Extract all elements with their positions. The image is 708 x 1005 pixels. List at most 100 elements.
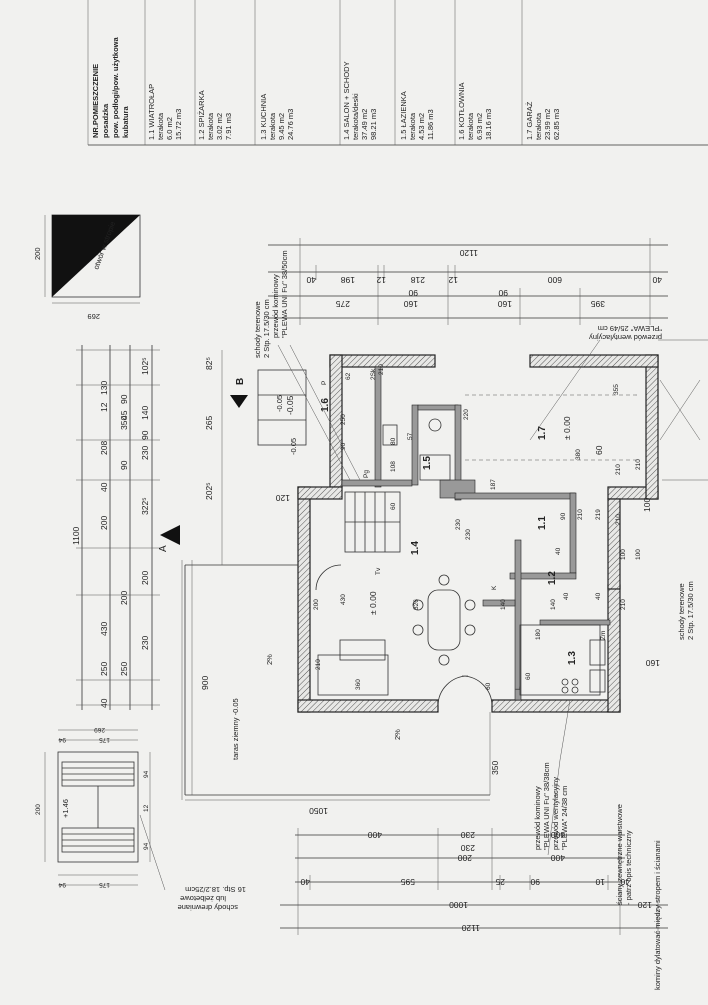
interior-dim: 90 xyxy=(340,442,347,450)
left-col2-3: 350 xyxy=(119,416,129,430)
interior-dim: 250 xyxy=(340,414,347,425)
dim-825: 82⁵ xyxy=(204,357,214,370)
legend-room-floor: terakota/deski xyxy=(351,93,360,140)
level-garage: ± 0.00 xyxy=(562,416,572,440)
left-dim-230b: 230 xyxy=(140,446,150,460)
dim-100: 100 xyxy=(642,498,652,512)
top-r2-1: 160 xyxy=(404,299,418,309)
level-tag: -0.05 xyxy=(289,438,298,455)
room-label-1-3: 1.3 xyxy=(567,651,578,665)
legend-room-name: 1.3 KUCHNIA xyxy=(259,94,268,140)
legend-room-name: 1.4 SALON + SCHODY xyxy=(342,61,351,140)
interior-dim: 230 xyxy=(465,529,472,540)
ceiling-opening-detail: otwór w stropie 200 269 xyxy=(33,214,141,321)
top-r2-0: 275 xyxy=(336,299,350,309)
interior-dim: 57 xyxy=(407,432,414,440)
flue-note-0: przewód kominowy xyxy=(271,274,280,338)
bot-r3-1: 595 xyxy=(401,877,415,887)
level-salon: ± 0.00 xyxy=(368,591,378,615)
bot-r3-4: 10 xyxy=(595,877,605,887)
ceiling-opening-dim-b: 269 xyxy=(87,312,100,321)
legend-room-area: 23.99 m2 xyxy=(543,109,552,140)
stair-dim-8: 94 xyxy=(143,770,150,778)
walls-note-0: ściany zewnętrzne warstwowe xyxy=(615,804,624,905)
top-r2-3: 160 xyxy=(498,299,512,309)
legend-room-area: 6.0 m2 xyxy=(165,117,174,140)
section-marks: A B 2% 2% -0.05 -0.05 xyxy=(158,378,402,740)
legend-room-floor: terakota xyxy=(156,112,165,140)
flue2-note-3: "PLEWA" 24/38 cm xyxy=(560,786,569,850)
top-r2-4: 90 xyxy=(498,288,508,298)
stair-dim-5: 200 xyxy=(35,804,42,815)
interior-dim: P xyxy=(321,381,328,385)
room-label-1-5: 1.5 xyxy=(422,456,433,470)
terrace-note: taras ziemny -0.05 xyxy=(231,698,240,760)
slope-mark: 2% xyxy=(265,654,274,665)
interior-dim: 210 xyxy=(635,459,642,470)
stair-dim-2: 269 xyxy=(94,726,105,733)
legend-room-area: 4.53 m2 xyxy=(417,113,426,140)
legend-room-area: 37.49 m2 xyxy=(360,109,369,140)
legend-header-2: pow. podłogi/pow. użytkowa xyxy=(111,36,120,138)
interior-dim: 219 xyxy=(595,509,602,520)
left-col3-3: 140 xyxy=(140,406,150,420)
legend-room-name: 1.5 ŁAZIENKA xyxy=(399,91,408,140)
top-r1-3: 218 xyxy=(411,275,425,285)
interior-dim: 360 xyxy=(355,679,362,690)
interior-dim: 220 xyxy=(463,409,470,420)
top-r1-0: 40 xyxy=(306,275,316,285)
left-col1-5: 208 xyxy=(99,441,109,455)
top-r1-6: 40 xyxy=(652,275,662,285)
stair-note-2: 16 Stp. 18.2/25cm xyxy=(185,885,246,894)
left-col1-0: 40 xyxy=(99,698,109,708)
bot-r4-1: 120 xyxy=(638,900,652,910)
left-col1-4: 40 xyxy=(99,482,109,492)
top-r1-1: 198 xyxy=(341,275,355,285)
left-col1-6: 12 xyxy=(99,402,109,412)
interior-dim: 355 xyxy=(613,384,620,395)
interior-dim: 90 xyxy=(560,512,567,520)
interior-dim: 60 xyxy=(390,502,397,510)
bot-r2-2: 400 xyxy=(551,853,565,863)
section-mark-b: B xyxy=(235,378,246,385)
terrace-stairs-note-1: 2 Stp. 17.5/30 cm xyxy=(262,299,271,358)
legend-room-volume: 15.72 m3 xyxy=(174,109,183,140)
legend-room-volume: 98.21 m3 xyxy=(369,109,378,140)
top-r1-2: 12 xyxy=(376,275,386,285)
dim-900: 900 xyxy=(200,676,210,690)
interior-dim: 210 xyxy=(577,509,584,520)
legend-room-name: 1.1 WIATROŁAP xyxy=(147,84,156,140)
left-col2-0: 230 xyxy=(140,636,150,650)
interior-dim: 210 xyxy=(615,514,622,525)
legend-room-volume: 7.91 m3 xyxy=(224,113,233,140)
ceiling-opening-dim-a: 200 xyxy=(33,247,42,260)
stair-dim-1: 175 xyxy=(99,736,110,743)
terrace-stairs2-note-1: 2 Stp. 17.5/30 cm xyxy=(686,581,695,640)
flue2-note-1: "PLEWA UNI Fu" 38/38cm xyxy=(542,762,551,850)
slope-mark-2: 2% xyxy=(393,729,402,740)
interior-dim: 210 xyxy=(620,599,627,610)
walls-note-1: - patrz opis techniczny xyxy=(624,830,633,905)
left-dim-90-2: 90 xyxy=(140,430,150,440)
top-r3-0: 395 xyxy=(591,299,605,309)
flue2-note-2: przewód wentylacyjny xyxy=(551,777,560,850)
stair-detail: +1.46 94 175 269 94 175 200 94 12 94 sch… xyxy=(35,726,246,912)
stair-dim-6: 94 xyxy=(143,842,150,850)
interior-dim: 108 xyxy=(390,461,397,472)
legend-room-floor: terakota xyxy=(268,112,277,140)
stair-level: +1.46 xyxy=(61,799,70,818)
dim-350: 350 xyxy=(490,761,500,775)
interior-dim: 100 xyxy=(620,549,627,560)
left-col1-3: 200 xyxy=(99,516,109,530)
legend-room-volume: 18.16 m3 xyxy=(484,109,493,140)
terrace-stairs2-note-0: schody terenowe xyxy=(677,583,686,640)
legend-header-1: posadzka xyxy=(101,103,110,138)
room-label-1-2: 1.2 xyxy=(547,571,558,585)
legend-room-floor: terakota xyxy=(534,112,543,140)
legend-room-volume: 62.85 m3 xyxy=(552,109,561,140)
left-dim-200-2: 200 xyxy=(119,591,129,605)
bot-r2-1: 230 xyxy=(461,843,475,853)
left-col3-1: 45 xyxy=(119,410,129,420)
